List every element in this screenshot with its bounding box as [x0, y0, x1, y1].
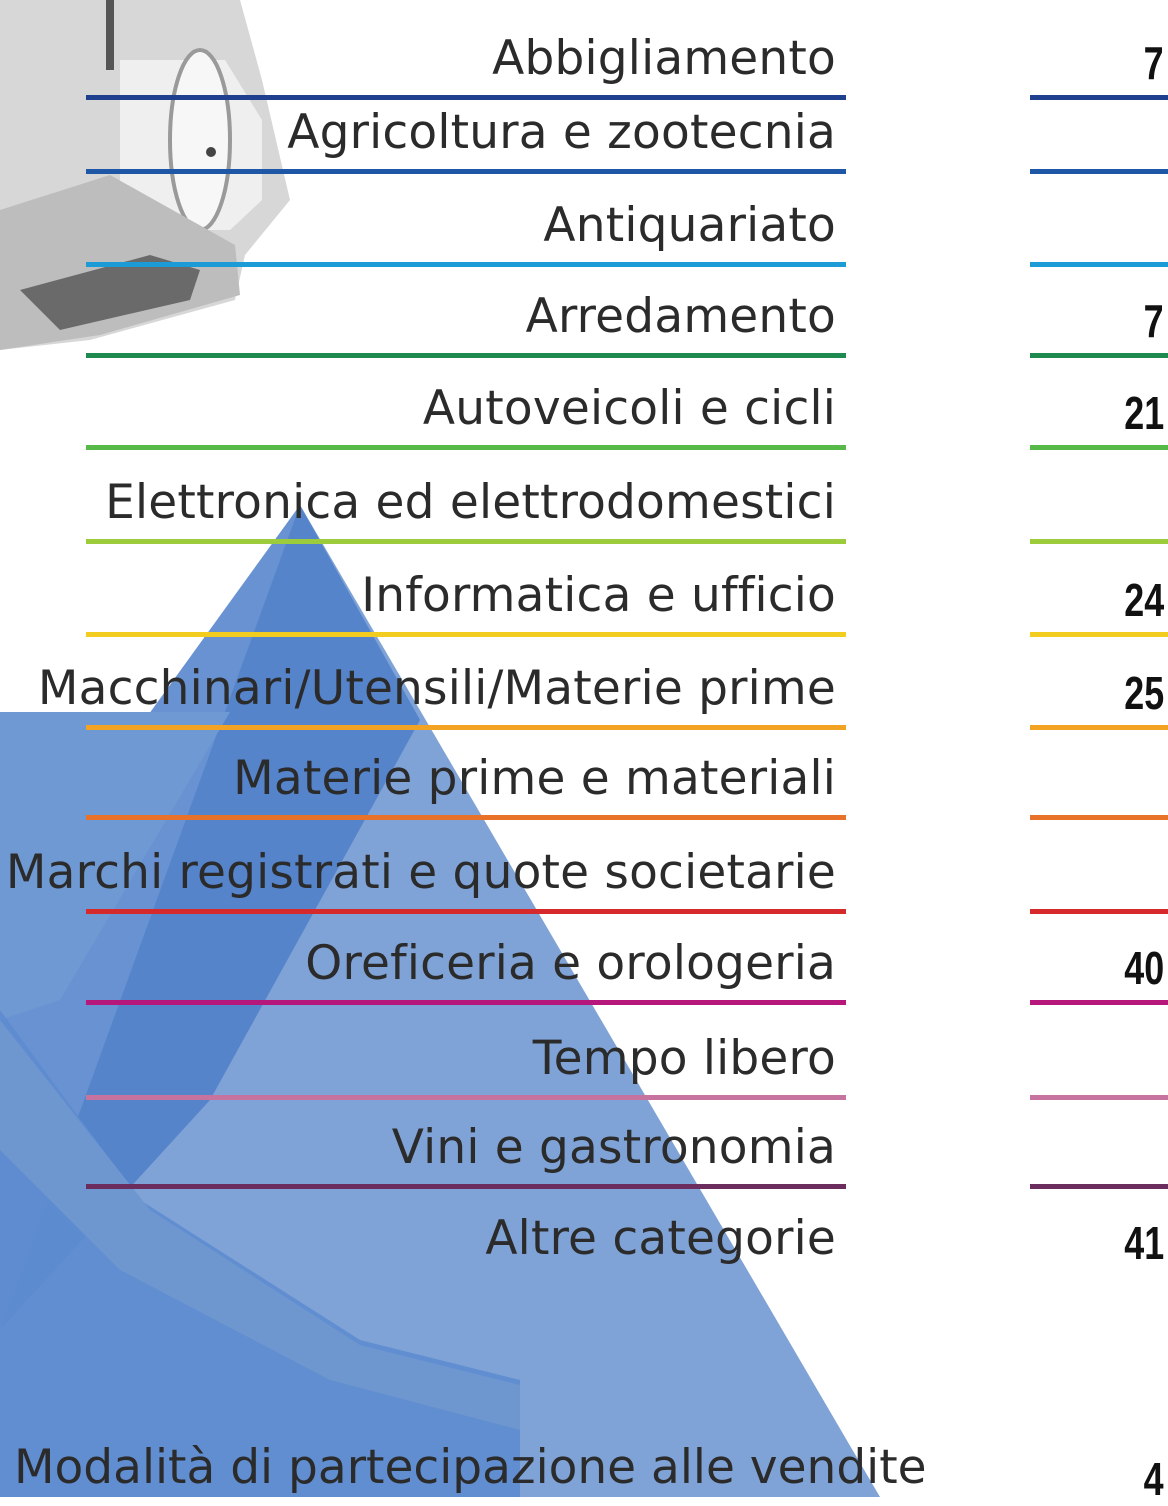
category-label: Autoveicoli e cicli [422, 381, 836, 436]
page-number: 41 [1124, 1217, 1164, 1269]
footer-label: Modalità di partecipazione alle vendite [14, 1440, 927, 1495]
page-number: 24 [1124, 574, 1164, 626]
footer-page-number: 4 [1144, 1453, 1164, 1505]
divider-rule-left [86, 95, 846, 100]
divider-rule-left [86, 815, 846, 820]
index-row[interactable]: Elettronica ed elettrodomestici [0, 452, 1168, 544]
pyramid-dark-face [0, 505, 420, 1330]
index-row[interactable]: Vini e gastronomia [0, 1097, 1168, 1189]
index-row[interactable]: Autoveicoli e cicli 21 [0, 358, 1168, 450]
category-label: Vini e gastronomia [391, 1120, 836, 1175]
divider-rule-left [86, 353, 846, 358]
index-row[interactable]: Marchi registrati e quote societarie [0, 822, 1168, 914]
index-row[interactable]: Materie prime e materiali [0, 728, 1168, 820]
index-row[interactable]: Informatica e ufficio 24 [0, 545, 1168, 637]
category-label: Materie prime e materiali [233, 751, 836, 806]
page-number: 7 [1144, 37, 1164, 89]
index-row[interactable]: Arredamento 7 [0, 266, 1168, 358]
divider-rule-right [1030, 169, 1168, 174]
divider-rule-right [1030, 632, 1168, 637]
divider-rule-left [86, 1095, 846, 1100]
page-number: 25 [1124, 667, 1164, 719]
category-label: Antiquariato [543, 198, 836, 253]
divider-rule-right [1030, 815, 1168, 820]
divider-rule-right [1030, 1184, 1168, 1189]
divider-rule-right [1030, 1000, 1168, 1005]
divider-rule-left [86, 1000, 846, 1005]
divider-rule-right [1030, 353, 1168, 358]
index-row[interactable]: Tempo libero [0, 1008, 1168, 1100]
divider-rule-right [1030, 445, 1168, 450]
category-label: Oreficeria e orologeria [305, 936, 836, 991]
divider-rule-left [86, 169, 846, 174]
divider-rule-right [1030, 95, 1168, 100]
divider-rule-right [1030, 1095, 1168, 1100]
index-row[interactable]: Oreficeria e orologeria 40 [0, 913, 1168, 1005]
category-label: Informatica e ufficio [361, 568, 836, 623]
category-label: Arredamento [525, 289, 836, 344]
category-label: Agricoltura e zootecnia [287, 105, 836, 160]
divider-rule-left [86, 909, 846, 914]
index-row[interactable]: Macchinari/Utensili/Materie prime 25 [0, 638, 1168, 730]
left-blue-block [0, 712, 230, 1020]
divider-rule-right [1030, 539, 1168, 544]
page-number: 40 [1124, 942, 1164, 994]
divider-rule-left [86, 1184, 846, 1189]
divider-rule-right [1030, 262, 1168, 267]
index-row[interactable]: Altre categorie 41 [0, 1188, 1168, 1280]
index-row[interactable]: Antiquariato [0, 175, 1168, 267]
index-row[interactable]: Abbigliamento 7 [0, 8, 1168, 100]
divider-rule-left [86, 725, 846, 730]
slab-top [0, 1020, 520, 1430]
index-row[interactable]: Agricoltura e zootecnia [0, 82, 1168, 174]
category-label: Marchi registrati e quote societarie [5, 845, 836, 900]
divider-rule-left [86, 262, 846, 267]
divider-rule-left [86, 445, 846, 450]
page-number: 21 [1124, 387, 1164, 439]
category-label: Macchinari/Utensili/Materie prime [37, 661, 836, 716]
divider-rule-left [86, 632, 846, 637]
divider-rule-right [1030, 725, 1168, 730]
page-number: 7 [1144, 295, 1164, 347]
category-label: Altre categorie [485, 1211, 836, 1266]
category-label: Elettronica ed elettrodomestici [105, 475, 836, 530]
category-label: Abbigliamento [492, 31, 836, 86]
category-label: Tempo libero [532, 1031, 836, 1086]
divider-rule-left [86, 539, 846, 544]
divider-rule-right [1030, 909, 1168, 914]
